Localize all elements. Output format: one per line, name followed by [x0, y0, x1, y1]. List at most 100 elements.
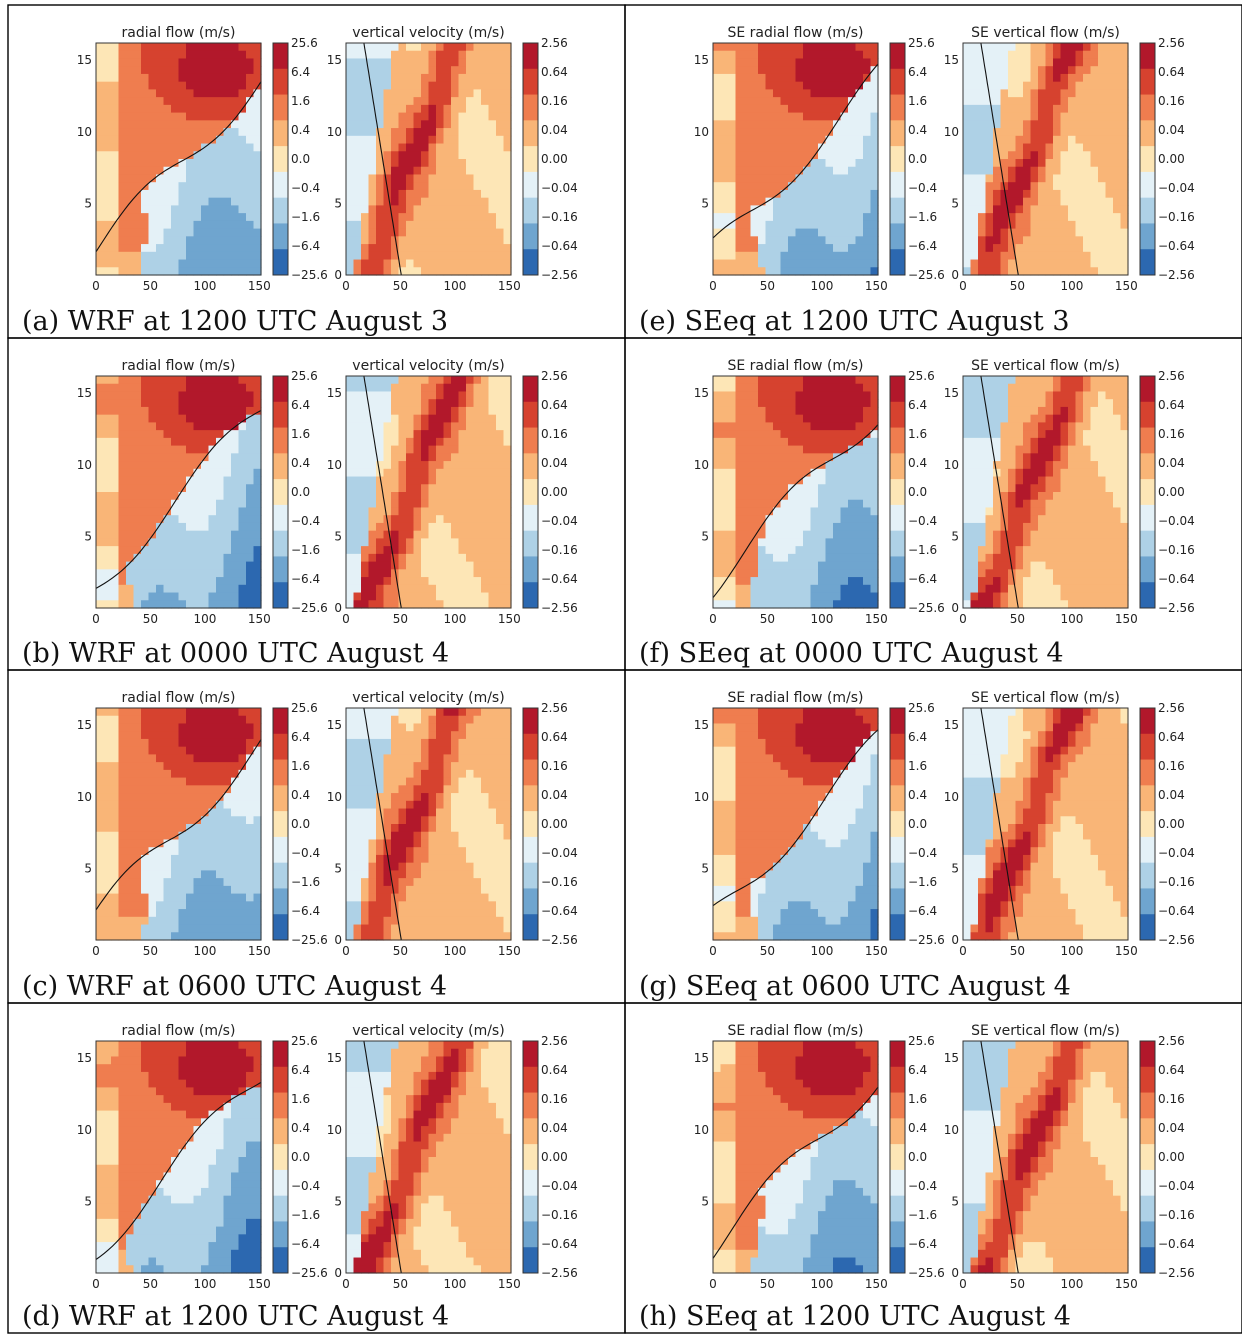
colorbar-swatch [890, 249, 905, 276]
heat-cell [111, 244, 120, 253]
heat-cell [118, 81, 127, 90]
heat-cell [421, 406, 430, 416]
heat-cell [1053, 89, 1062, 98]
heat-cell [788, 97, 797, 106]
heat-cell [825, 414, 834, 423]
heat-cell [361, 561, 370, 570]
heat-cell [728, 445, 737, 454]
heat-cell [148, 600, 157, 609]
heat-cell [458, 437, 467, 447]
heat-cell [103, 189, 112, 199]
heat-cell [231, 205, 240, 214]
heat-cell [833, 189, 842, 199]
heat-cell [178, 220, 187, 230]
heat-cell [163, 499, 172, 509]
heat-cell [208, 399, 217, 408]
heat-cell [398, 422, 407, 431]
heat-cell [780, 399, 789, 408]
heat-cell [103, 166, 112, 176]
heat-cell [148, 166, 157, 176]
heat-cell [795, 538, 804, 547]
heat-cell [368, 143, 377, 152]
heat-cell [833, 151, 842, 160]
heat-cell [141, 205, 150, 214]
heat-cell [720, 430, 729, 439]
heat-cell [1113, 43, 1122, 52]
heat-cell [238, 569, 247, 578]
heat-cell [1090, 205, 1099, 214]
heat-cell [870, 213, 879, 222]
heat-cell [743, 236, 752, 245]
heat-cell [193, 251, 202, 261]
heat-cell [833, 453, 842, 462]
heat-cell [473, 530, 482, 539]
heat-cell [428, 445, 437, 454]
heat-cell [103, 120, 112, 129]
heat-cell [443, 453, 452, 462]
heat-cell [503, 399, 512, 408]
heat-cell [421, 220, 430, 230]
heat-cell [201, 538, 210, 547]
heat-cell [451, 376, 460, 385]
heat-cell [391, 538, 400, 547]
heat-cell [720, 174, 729, 183]
heat-cell [848, 546, 857, 555]
colorbar-label: 0.04 [541, 123, 568, 137]
heat-cell [818, 515, 827, 524]
heat-cell [231, 476, 240, 485]
heat-cell [963, 553, 972, 563]
heat-cell [126, 422, 135, 431]
heat-cell [436, 73, 445, 83]
heat-cell [713, 174, 722, 183]
heat-cell [735, 205, 744, 214]
heat-cell [765, 213, 774, 222]
heat-cell [496, 600, 505, 609]
heat-cell [1030, 81, 1039, 90]
heat-cell [406, 135, 415, 145]
heat-cell [840, 492, 849, 501]
heat-cell [126, 414, 135, 423]
heat-cell [1113, 97, 1122, 106]
heat-cell [413, 507, 422, 516]
heat-cell [353, 592, 362, 601]
heat-cell [978, 453, 987, 462]
heat-cell [870, 66, 879, 75]
heat-cell [818, 143, 827, 152]
heat-cell [473, 213, 482, 222]
heat-cell [398, 453, 407, 462]
heat-cell [428, 50, 437, 60]
heat-cell [863, 213, 872, 222]
heat-cell [193, 507, 202, 516]
heat-cell [993, 166, 1002, 176]
heat-cell [398, 81, 407, 90]
heat-cell [346, 538, 355, 547]
heat-cell [473, 561, 482, 570]
heat-cell [238, 267, 247, 276]
heat-cell [148, 569, 157, 578]
heat-cell [346, 399, 355, 408]
heat-cell [141, 151, 150, 160]
heat-cell [428, 251, 437, 261]
heat-cell [376, 553, 385, 563]
heat-cell [458, 151, 467, 160]
heat-cell [758, 461, 767, 470]
heat-cell [208, 120, 217, 129]
heat-cell [466, 43, 475, 52]
heat-cell [993, 437, 1002, 447]
heat-cell [458, 577, 467, 586]
heat-cell [863, 220, 872, 230]
heat-cell [788, 81, 797, 90]
heat-cell [481, 584, 490, 594]
heat-cell [178, 213, 187, 222]
heat-cell [436, 244, 445, 253]
heat-cell [353, 159, 362, 168]
heat-cell [496, 120, 505, 129]
heat-cell [765, 73, 774, 83]
heat-cell [391, 561, 400, 570]
heat-cell [818, 476, 827, 485]
colorbar-swatch [1140, 68, 1155, 96]
heat-cell [780, 453, 789, 462]
heat-cell [421, 414, 430, 423]
heat-cell [391, 476, 400, 485]
heat-cell [978, 445, 987, 454]
